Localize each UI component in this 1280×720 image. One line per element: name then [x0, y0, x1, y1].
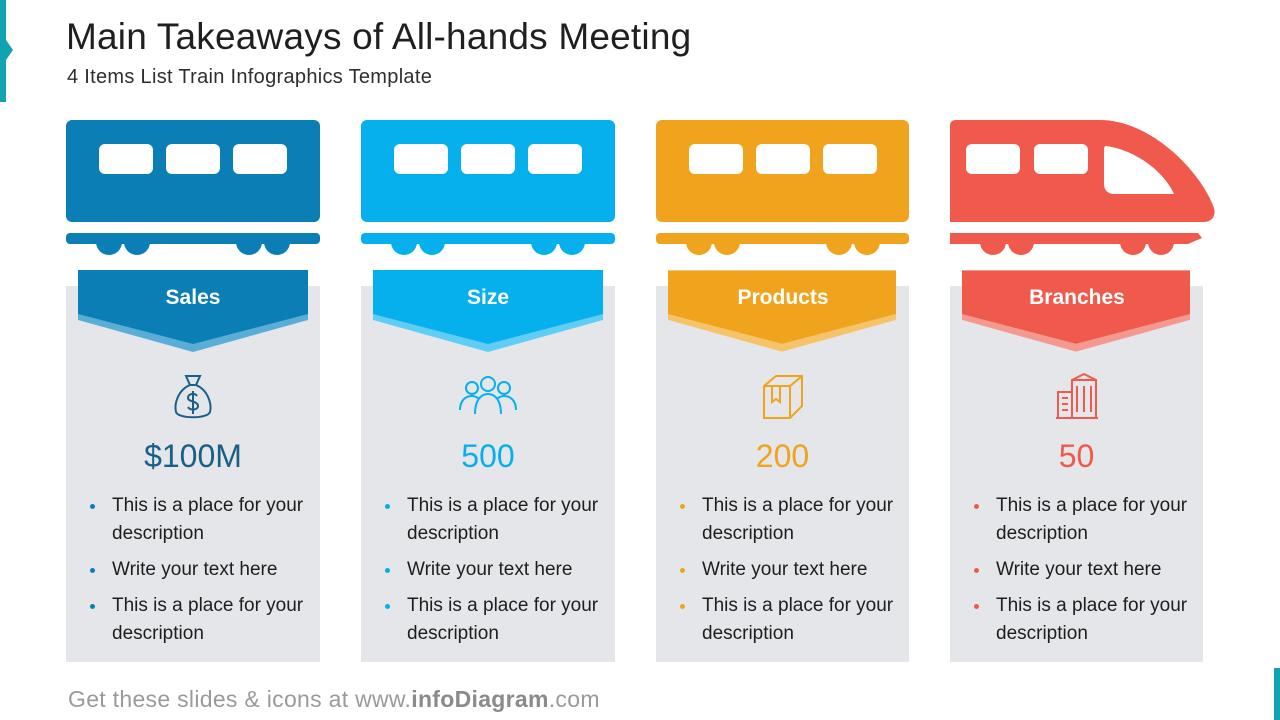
bullet-dot	[385, 604, 390, 609]
left-accent-notch	[6, 40, 13, 60]
bullet-dot	[90, 568, 95, 573]
bullet-item: This is a place for your description	[680, 492, 902, 548]
people-group-icon	[459, 376, 517, 415]
item-value: $100M	[144, 438, 242, 474]
bullet-item: This is a place for your description	[974, 592, 1196, 648]
left-accent-bar	[0, 0, 6, 102]
bullet-item: Write your text here	[385, 556, 607, 584]
bullet-list: This is a place for your description Wri…	[90, 492, 312, 656]
bullet-dot	[680, 504, 685, 509]
item-label: Products	[737, 286, 829, 309]
bullet-item: This is a place for your description	[385, 492, 607, 548]
bullet-item: This is a place for your description	[385, 592, 607, 648]
train-car-icon	[66, 120, 320, 255]
label-banner	[962, 270, 1190, 352]
footer-credit: Get these slides & icons at www.infoDiag…	[68, 686, 600, 712]
bullet-dot	[385, 568, 390, 573]
label-banner	[668, 270, 896, 352]
page-subtitle: 4 Items List Train Infographics Template	[67, 66, 433, 88]
building-icon	[1056, 372, 1098, 419]
bullet-dot	[974, 604, 979, 609]
item-value: 500	[461, 438, 515, 474]
bullet-item: Write your text here	[974, 556, 1196, 584]
locomotive-icon	[950, 120, 1215, 255]
train-car-size: Size 500 This is a place for your descri…	[361, 120, 615, 662]
bullet-item: This is a place for your description	[90, 592, 312, 648]
bullet-list: This is a place for your description Wri…	[385, 492, 607, 656]
label-banner	[78, 270, 308, 352]
bullet-item: Write your text here	[90, 556, 312, 584]
bullet-dot	[974, 568, 979, 573]
money-bag-icon	[174, 375, 212, 419]
bullet-dot	[90, 504, 95, 509]
train-locomotive-branches: Branches 50 This is a place for your des…	[950, 120, 1215, 662]
bullet-list: This is a place for your description Wri…	[974, 492, 1196, 656]
bullet-dot	[90, 604, 95, 609]
box-icon	[763, 375, 803, 419]
label-banner	[373, 270, 603, 352]
train-car-icon	[656, 120, 909, 255]
train-car-sales: Sales $100M This is a place for your des…	[66, 120, 320, 662]
bullet-item: This is a place for your description	[974, 492, 1196, 548]
bullet-dot	[680, 568, 685, 573]
train-car-products: Products 200 This is a place for your de…	[656, 120, 910, 662]
train-car-icon	[361, 120, 615, 255]
bullet-list: This is a place for your description Wri…	[680, 492, 902, 656]
bullet-dot	[385, 504, 390, 509]
item-label: Size	[466, 286, 510, 309]
item-label: Branches	[1029, 286, 1125, 309]
right-edge-accent	[1274, 668, 1280, 720]
item-value: 50	[1058, 438, 1095, 474]
bullet-dot	[680, 604, 685, 609]
item-label: Sales	[165, 286, 221, 309]
item-value: 200	[755, 438, 810, 474]
bullet-dot	[974, 504, 979, 509]
bullet-item: This is a place for your description	[680, 592, 902, 648]
bullet-item: Write your text here	[680, 556, 902, 584]
page-title: Main Takeaways of All-hands Meeting	[66, 16, 692, 57]
bullet-item: This is a place for your description	[90, 492, 312, 548]
